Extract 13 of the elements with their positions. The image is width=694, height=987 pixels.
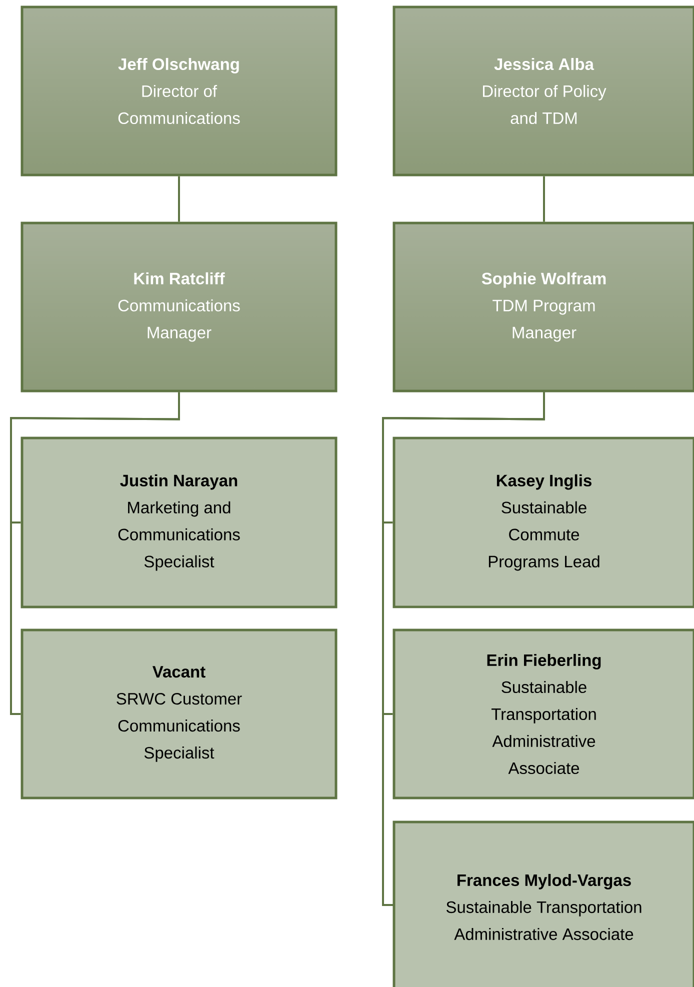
position-box: Justin Narayan Marketing and Communications Specialist	[20, 436, 338, 608]
position-box: Kasey Inglis Sustainable Commute Programs Lead	[392, 436, 694, 608]
position-box: Sophie Wolfram TDM Program Manager	[392, 222, 694, 392]
position-box: Jeff Olschwang Director of Communications	[20, 6, 338, 176]
position-box: Kim Ratcliff Communications Manager	[20, 222, 338, 392]
connector-line	[543, 176, 545, 222]
position-box: Vacant SRWC Customer Communications Specialist	[20, 628, 338, 800]
connector-line	[382, 392, 545, 906]
connector-line	[178, 176, 180, 222]
position-box: Jessica Alba Director of Policy and TDM	[392, 6, 694, 176]
connector-line	[10, 392, 180, 715]
position-box: Erin Fieberling Sustainable Transportation Administrative Associate	[392, 628, 694, 800]
position-box: Frances Mylod-Vargas Sustainable Transportation Administrative Associate	[392, 820, 694, 987]
